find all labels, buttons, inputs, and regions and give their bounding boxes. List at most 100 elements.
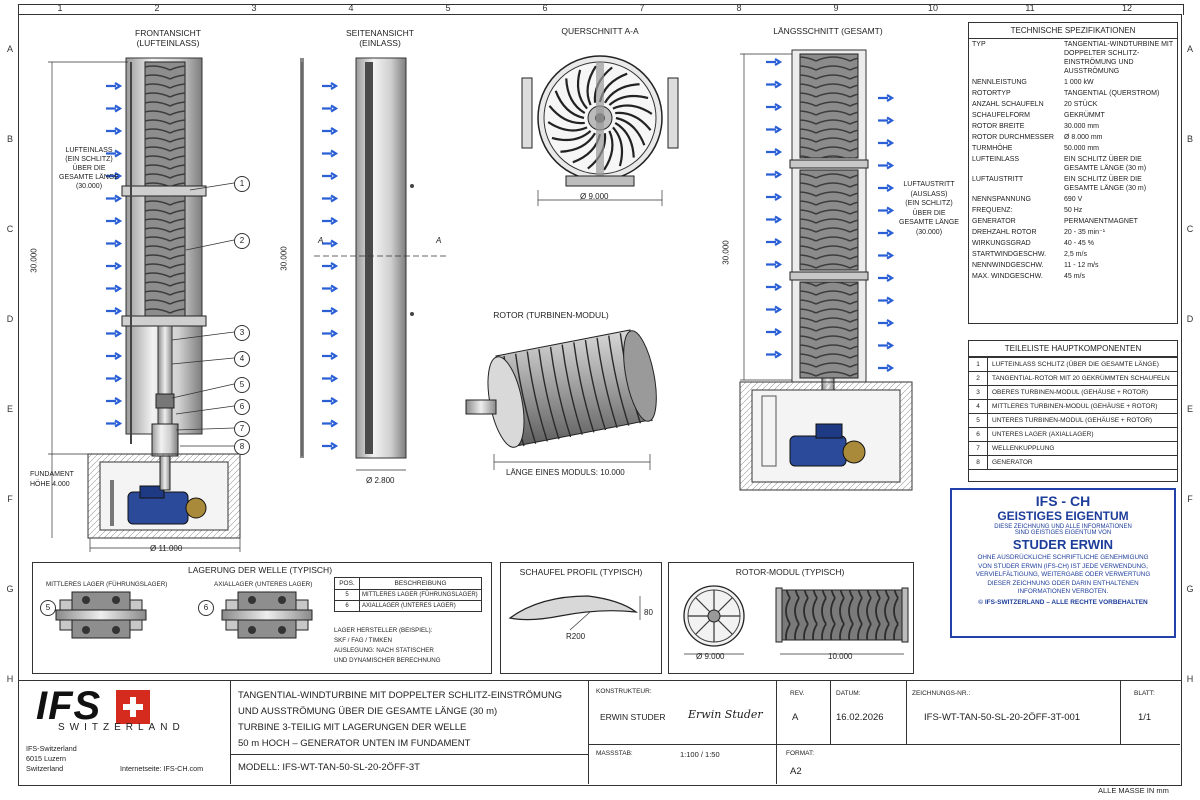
drawno-label: ZEICHNUNGS-NR.: bbox=[912, 690, 971, 697]
flow-arrow-icon bbox=[106, 104, 123, 113]
parts-num: 6 bbox=[969, 427, 988, 442]
date-value: 16.02.2026 bbox=[836, 712, 884, 723]
format-label: FORMAT: bbox=[786, 750, 815, 757]
section-mark-right: A bbox=[436, 236, 442, 245]
spec-value: 2,5 m/s bbox=[1064, 251, 1087, 258]
rotor-blade bbox=[586, 65, 597, 106]
grid-col-label: 2 bbox=[154, 3, 160, 13]
blade-title: SCHAUFEL PROFIL (TYPISCH) bbox=[519, 567, 643, 577]
flow-arrow-icon bbox=[878, 296, 895, 305]
flow-arrow-icon bbox=[878, 341, 895, 350]
flow-arrow-icon bbox=[766, 103, 783, 111]
rotor-rib bbox=[561, 344, 583, 435]
spec-value: PERMANENTMAGNET bbox=[1064, 218, 1138, 225]
rotor-blade bbox=[554, 90, 585, 120]
side-view-title: SEITENANSICHT(EINLASS) bbox=[345, 28, 414, 48]
spec-row: FREQUENZ:50 Hz bbox=[969, 205, 1177, 216]
parts-num: 3 bbox=[969, 385, 988, 400]
spec-row: MAX. WINDGESCHW.45 m/s bbox=[969, 271, 1177, 282]
callout-5: 5 bbox=[234, 377, 250, 393]
flow-arrow-icon bbox=[106, 82, 123, 90]
flow-arrow-icon bbox=[878, 184, 895, 192]
flow-arrow-icon bbox=[766, 260, 783, 269]
ip-line-10: INFORMATIONEN VERBOTEN. bbox=[1017, 588, 1109, 595]
long-section-title: LÄNGSSCHNITT (GESAMT) bbox=[773, 26, 883, 36]
blade-profile-drawing bbox=[508, 595, 641, 631]
spec-row: STARTWINDGESCHW.2,5 m/s bbox=[969, 249, 1177, 260]
spec-value: 50.000 mm bbox=[1064, 145, 1100, 152]
logo-text: IFS bbox=[36, 684, 102, 728]
flow-arrow-icon bbox=[106, 329, 123, 338]
parts-num: 7 bbox=[969, 441, 988, 456]
spec-key: WIRKUNGSGRAD bbox=[972, 240, 1031, 247]
flow-arrow-icon bbox=[106, 239, 123, 248]
grid-row-label: A bbox=[1186, 44, 1193, 54]
grid-row-label: D bbox=[6, 314, 14, 324]
grid-row-label: A bbox=[6, 44, 13, 54]
spec-key: ROTOR DURCHMESSER bbox=[972, 134, 1054, 141]
spec-key: NENNWINDGESCHW. bbox=[972, 262, 1044, 269]
spec-key: LUFTEINLASS bbox=[972, 156, 1020, 163]
ip-line-9: DIESER ZEICHNUNG ODER DARIN ENTHALTENEN bbox=[987, 579, 1139, 587]
title-block-hline bbox=[588, 744, 1180, 745]
parts-num: 5 bbox=[969, 413, 988, 428]
side-view-drawing bbox=[300, 57, 414, 459]
bearing-td-desc: MITTLERES LAGER (FÜHRUNGSLAGER) bbox=[362, 592, 478, 598]
flow-arrow-icon bbox=[322, 397, 339, 405]
section-aa-title: QUERSCHNITT A-A bbox=[561, 26, 639, 36]
callout-leaders bbox=[171, 182, 235, 447]
format-value: A2 bbox=[790, 766, 802, 777]
flow-arrow-icon bbox=[878, 229, 895, 237]
title-block-divider-3 bbox=[776, 680, 777, 784]
flow-arrow-icon bbox=[322, 149, 339, 158]
drawing-description: TANGENTIAL-WINDTURBINE MIT DOPPELTER SCH… bbox=[238, 690, 563, 749]
rotor-blade bbox=[560, 132, 597, 153]
ip-notice: IFS - CH GEISTIGES EIGENTUM DIESE ZEICHN… bbox=[950, 488, 1176, 638]
grid-row-label: C bbox=[1186, 224, 1194, 234]
rev-value: A bbox=[792, 712, 799, 723]
flow-arrow-icon bbox=[106, 284, 123, 293]
rotor-rib bbox=[526, 351, 548, 442]
spec-key: LUFTAUSTRITT bbox=[972, 176, 1024, 183]
front-height-dim: 30.000 bbox=[29, 248, 39, 273]
blade-dim-h: 80 bbox=[644, 608, 653, 617]
flow-arrow-icon bbox=[766, 170, 783, 179]
rev-label: REV. bbox=[790, 690, 805, 697]
flow-arrow-icon bbox=[106, 397, 123, 405]
spec-key: GENERATOR bbox=[972, 218, 1016, 225]
rotor-module-dim-d: Ø 9.000 bbox=[696, 652, 725, 661]
parts-num: 2 bbox=[969, 371, 988, 386]
flow-arrow-icon bbox=[322, 307, 339, 315]
blade-panel bbox=[500, 562, 662, 674]
callout-8: 8 bbox=[234, 439, 250, 455]
bearing-mid-label: MITTLERES LAGER (FÜHRUNGSLAGER) bbox=[46, 581, 168, 588]
bearing-callout-5: 5 bbox=[40, 600, 56, 616]
flow-arrow-icon bbox=[766, 350, 783, 359]
callout-6: 6 bbox=[234, 399, 250, 415]
blade-radius: R200 bbox=[566, 632, 586, 641]
spec-key: NENNSPANNUNG bbox=[972, 196, 1031, 203]
swiss-flag-icon bbox=[115, 690, 150, 724]
rotor-blade bbox=[608, 94, 649, 106]
spec-title: TECHNISCHE SPEZIFIKATIONEN bbox=[969, 23, 1177, 39]
rotor-rib bbox=[573, 342, 595, 433]
flow-arrow-icon bbox=[878, 161, 895, 170]
bearing-notes: LAGER HERSTELLER (BEISPIEL):SKF / FAG / … bbox=[334, 627, 441, 664]
bearing-axial-drawing bbox=[221, 591, 313, 639]
rotor-blade bbox=[603, 83, 640, 104]
bearing-table: POS. BESCHREIBUNG 5 MITTLERES LAGER (FÜH… bbox=[334, 577, 482, 612]
spec-key: NENNLEISTUNG bbox=[972, 79, 1027, 86]
flow-arrow-icon bbox=[878, 364, 895, 372]
rotor-rib bbox=[608, 335, 630, 426]
callout-2: 2 bbox=[234, 233, 250, 249]
flow-arrow-icon bbox=[322, 262, 339, 270]
